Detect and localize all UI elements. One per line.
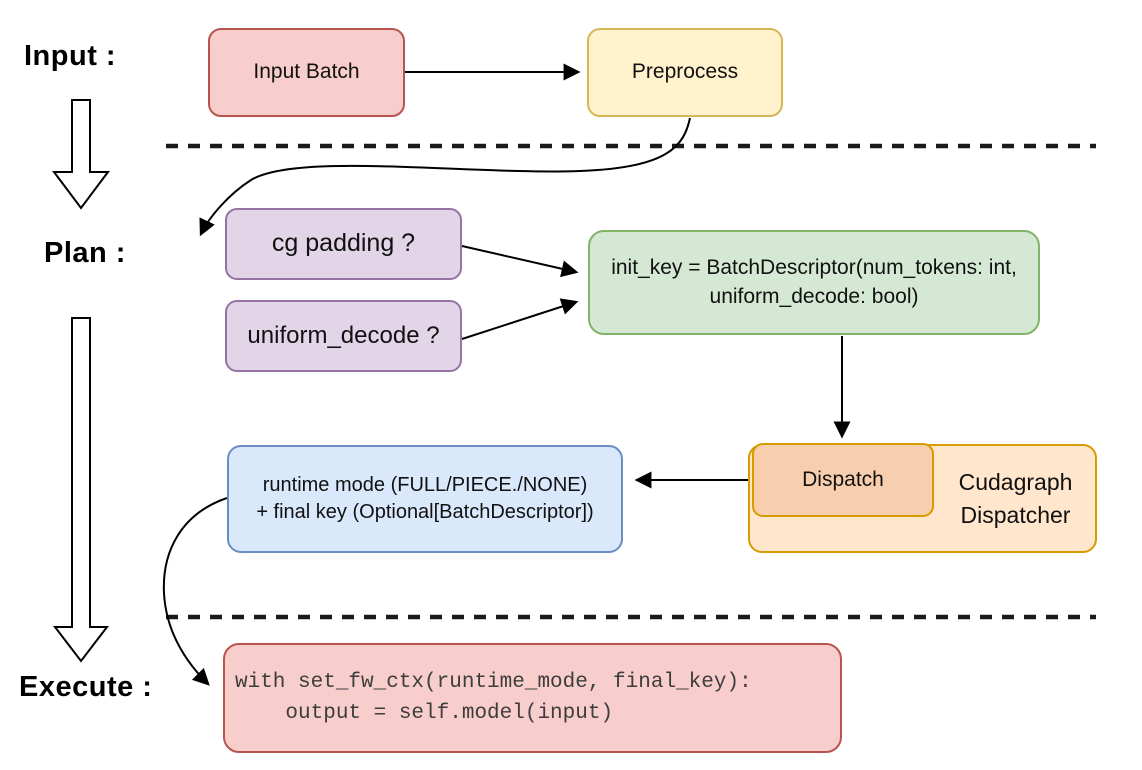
node-init-key-line2: uniform_decode: bool)	[709, 284, 919, 308]
node-input-batch-label: Input Batch	[253, 60, 360, 84]
node-init-key-line1: init_key = BatchDescriptor(num_tokens: i…	[611, 256, 1017, 280]
execute-code-line2: output = self.model(input)	[235, 702, 614, 725]
node-preprocess: Preprocess	[587, 28, 783, 117]
node-cg-padding-label: cg padding ?	[271, 229, 416, 258]
node-cudagraph-dispatcher-label: Cudagraph Dispatcher	[936, 446, 1095, 551]
node-cudagraph-line1: Cudagraph	[958, 469, 1073, 496]
arrow-uniform-decode-to-init-key	[461, 298, 579, 340]
node-runtime-mode-line1: runtime mode (FULL/PIECE./NONE)	[262, 474, 588, 496]
node-preprocess-label: Preprocess	[631, 60, 739, 84]
arrow-cg-padding-to-init-key	[461, 245, 579, 278]
node-init-key: init_key = BatchDescriptor(num_tokens: i…	[588, 230, 1040, 335]
node-input-batch: Input Batch	[208, 28, 405, 117]
section-label-input: Input :	[24, 40, 117, 72]
section-label-execute: Execute :	[19, 671, 153, 703]
execute-code-line1: with set_fw_ctx(runtime_mode, final_key)…	[235, 671, 752, 694]
section-label-plan: Plan :	[44, 237, 126, 269]
stage-arrow-plan-to-execute-icon	[52, 317, 110, 663]
node-cudagraph-line2: Dispatcher	[960, 501, 1071, 528]
node-uniform-decode: uniform_decode ?	[225, 300, 462, 372]
node-uniform-decode-label: uniform_decode ?	[247, 321, 440, 349]
node-execute-code: with set_fw_ctx(runtime_mode, final_key)…	[223, 643, 842, 753]
node-runtime-mode: runtime mode (FULL/PIECE./NONE) + final …	[227, 445, 623, 553]
node-runtime-mode-line2: + final key (Optional[BatchDescriptor])	[256, 501, 594, 523]
stage-arrow-input-to-plan-icon	[52, 99, 110, 210]
arrow-runtime-mode-to-execute-code	[162, 497, 228, 686]
node-dispatch-label: Dispatch	[802, 467, 884, 491]
node-dispatch: Dispatch	[752, 443, 934, 517]
node-cg-padding: cg padding ?	[225, 208, 462, 280]
